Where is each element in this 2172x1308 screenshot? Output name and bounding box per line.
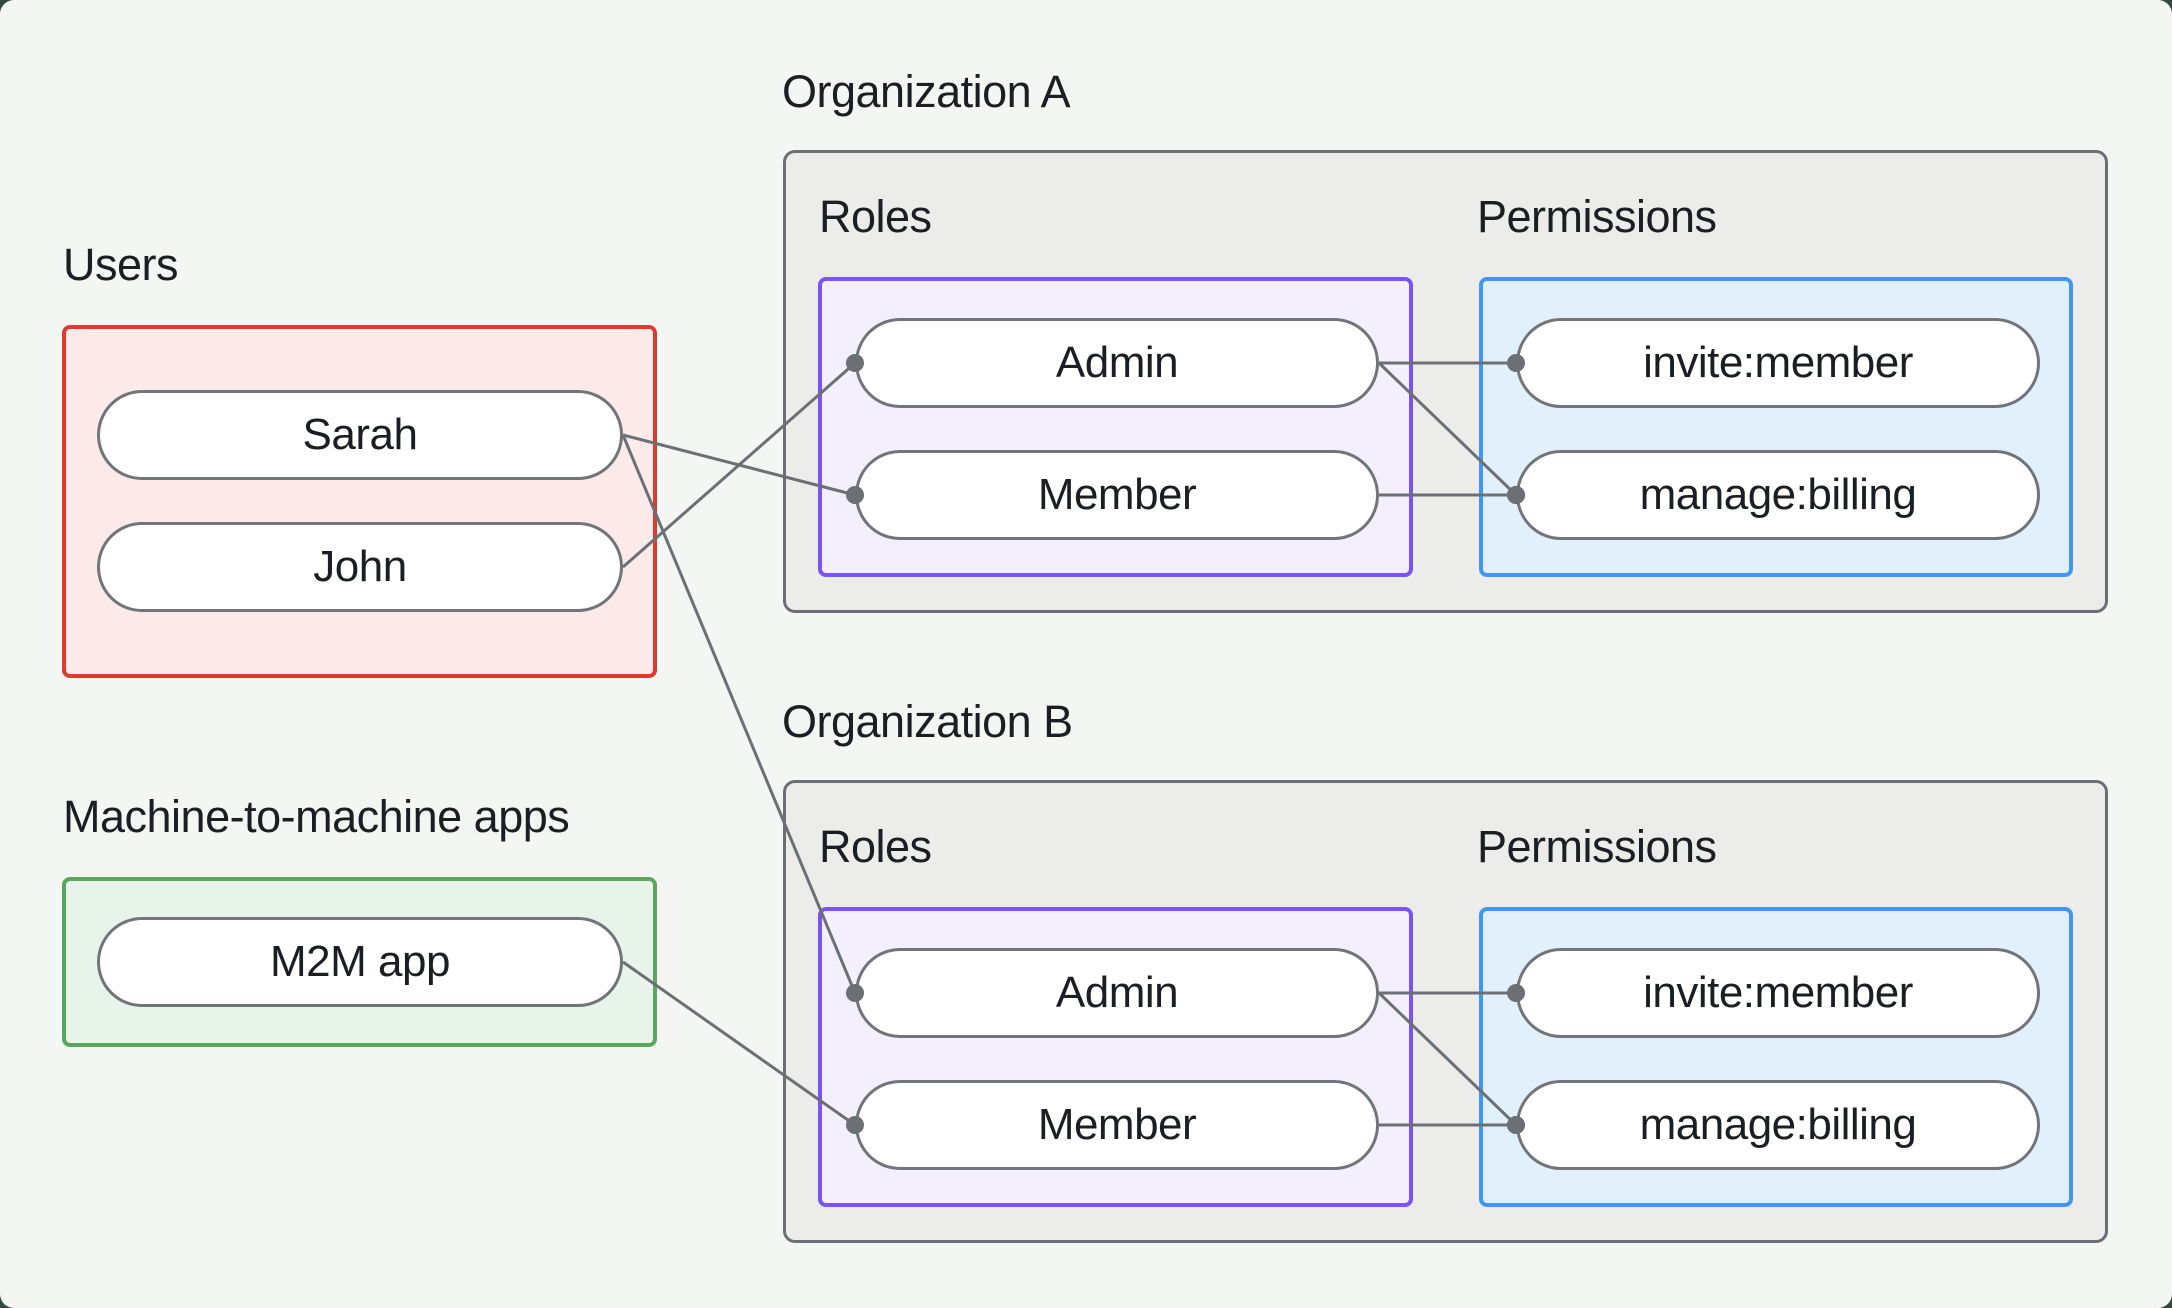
org-a-title: Organization A [782,66,1071,117]
org-b-permissions-box: invite:member manage:billing [1479,907,2073,1207]
org-a-box: Roles Permissions Admin Member invite:me… [783,150,2108,613]
org-a-role-member: Member [855,450,1379,540]
org-a-permission-manage-billing: manage:billing [1516,450,2040,540]
user-node-sarah: Sarah [97,390,623,480]
permission-node-label: manage:billing [1639,470,1917,519]
permission-node-label: invite:member [1643,338,1913,387]
m2m-app-node-label: M2M app [270,937,450,986]
org-a-roles-label: Roles [819,191,932,242]
org-a-roles-box: Admin Member [818,277,1413,577]
user-node-label: John [313,542,407,591]
org-b-roles-label: Roles [819,821,932,872]
org-b-permission-manage-billing: manage:billing [1516,1080,2040,1170]
users-section-label: Users [63,239,179,290]
m2m-group-box: M2M app [62,877,657,1047]
org-b-role-admin: Admin [855,948,1379,1038]
user-node-john: John [97,522,623,612]
org-b-roles-box: Admin Member [818,907,1413,1207]
org-a-permissions-box: invite:member manage:billing [1479,277,2073,577]
org-b-role-member: Member [855,1080,1379,1170]
m2m-app-node: M2M app [97,917,623,1007]
org-b-permissions-label: Permissions [1477,821,1717,872]
role-node-label: Member [1037,1100,1197,1149]
role-node-label: Admin [1055,338,1179,387]
permission-node-label: manage:billing [1639,1100,1917,1149]
org-a-role-admin: Admin [855,318,1379,408]
org-b-permission-invite-member: invite:member [1516,948,2040,1038]
user-node-label: Sarah [302,410,418,459]
org-a-permissions-label: Permissions [1477,191,1717,242]
m2m-section-label: Machine-to-machine apps [63,791,570,842]
role-node-label: Admin [1055,968,1179,1017]
users-group-box: Sarah John [62,325,657,678]
permission-node-label: invite:member [1643,968,1913,1017]
role-node-label: Member [1037,470,1197,519]
org-b-title: Organization B [782,696,1073,747]
org-a-permission-invite-member: invite:member [1516,318,2040,408]
org-b-box: Roles Permissions Admin Member invite:me… [783,780,2108,1243]
